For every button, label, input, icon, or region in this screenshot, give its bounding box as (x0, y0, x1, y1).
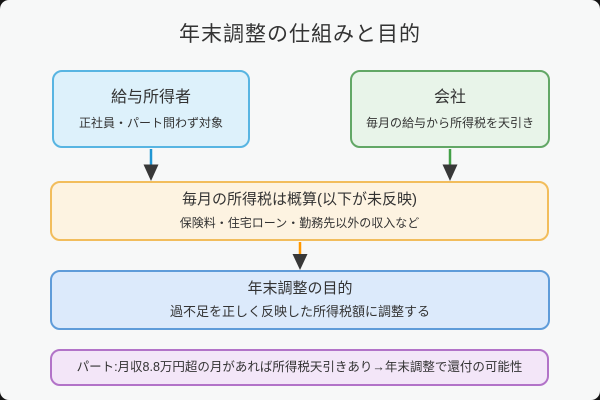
node-monthly-tax-estimate-heading: 毎月の所得税は概算(以下が未反映) (182, 191, 417, 209)
node-monthly-tax-estimate: 毎月の所得税は概算(以下が未反映) 保険料・住宅ローン・勤務先以外の収入など (50, 181, 549, 241)
node-employee: 給与所得者 正社員・パート問わず対象 (52, 70, 250, 148)
node-employee-subtext: 正社員・パート問わず対象 (78, 115, 223, 130)
node-company-heading: 会社 (433, 88, 466, 106)
node-adjustment-purpose-heading: 年末調整の目的 (247, 279, 353, 297)
node-part-time-note: パート:月収8.8万円超の月があれば所得税天引きあり→年末調整で還付の可能性 (50, 349, 549, 386)
node-adjustment-purpose: 年末調整の目的 過不足を正しく反映した所得税額に調整する (50, 270, 550, 330)
arrow-employee-to-estimate-icon (143, 149, 159, 181)
node-company-subtext: 毎月の給与から所得税を天引き (365, 115, 534, 130)
arrow-company-to-estimate-icon (442, 149, 458, 181)
node-part-time-note-text: パート:月収8.8万円超の月があれば所得税天引きあり→年末調整で還付の可能性 (76, 359, 523, 374)
node-monthly-tax-estimate-subtext: 保険料・住宅ローン・勤務先以外の収入など (179, 215, 420, 230)
arrow-estimate-to-purpose-icon (292, 242, 308, 270)
node-adjustment-purpose-subtext: 過不足を正しく反映した所得税額に調整する (169, 304, 430, 320)
node-company: 会社 毎月の給与から所得税を天引き (350, 70, 550, 148)
diagram-title: 年末調整の仕組みと目的 (179, 23, 421, 46)
node-employee-heading: 給与所得者 (110, 88, 191, 106)
